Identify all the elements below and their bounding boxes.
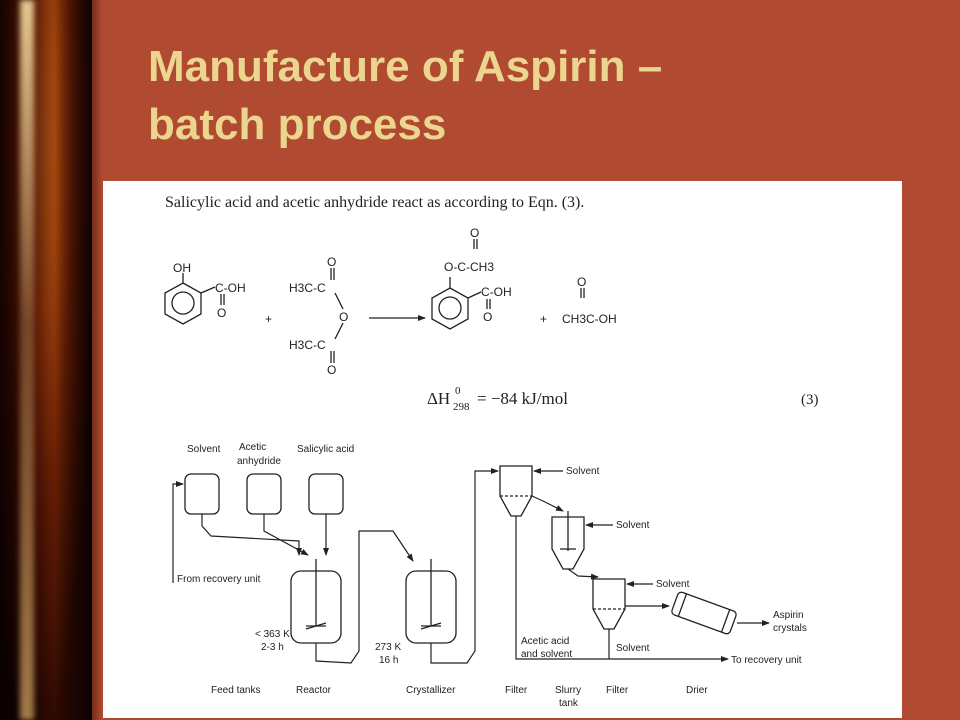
glass-highlight <box>20 0 34 720</box>
label-reactor: Reactor <box>296 685 332 696</box>
flowsheet-equipment <box>184 465 737 644</box>
salicylic-ring <box>164 282 202 325</box>
aspirin-acid-o: O <box>483 310 492 324</box>
label-crystallizer: Crystallizer <box>406 685 456 696</box>
label-solvent-2: Solvent <box>616 520 650 531</box>
title-line-2: batch process <box>148 100 447 149</box>
label-solvent-1: Solvent <box>566 466 600 477</box>
feed-tank-salicylic-acid <box>308 473 344 515</box>
feed-tank-acetic-anhydride <box>246 473 282 515</box>
label-cryst-temp: 273 K <box>375 642 401 653</box>
aspirin-carbonyl-o: O <box>470 226 479 240</box>
anhydride-top: H3C-C <box>289 281 326 295</box>
label-filter-1: Filter <box>505 685 528 696</box>
anhydride-top-o: O <box>327 255 336 269</box>
aspirin-ester: O-C-CH3 <box>444 260 494 274</box>
strip-shadow <box>92 0 102 720</box>
label-cryst-time: 16 h <box>379 655 398 666</box>
enthalpy-subscript: 298 <box>453 401 470 413</box>
label-product-2: crystals <box>773 623 807 634</box>
label-feed-salicylic: Salicylic acid <box>297 444 354 455</box>
acetic-acid-carbonyl-o: O <box>577 275 586 289</box>
aspirin-ring <box>431 287 469 330</box>
label-slurry-2: tank <box>559 698 579 709</box>
label-feed-solvent: Solvent <box>187 444 221 455</box>
decorative-glassware-strip <box>0 0 92 720</box>
figure-svg: Salicylic acid and acetic anhydride reac… <box>164 194 819 709</box>
label-to-recovery: To recovery unit <box>731 655 802 666</box>
label-feed-acetic-1: Acetic <box>239 442 266 453</box>
salicylic-carbonyl-o: O <box>217 306 226 320</box>
enthalpy-superscript: 0 <box>455 385 461 397</box>
filter-1 <box>499 465 533 517</box>
enthalpy-symbol: ΔH <box>427 389 450 408</box>
equation-number: (3) <box>801 392 819 408</box>
figure-caption: Salicylic acid and acetic anhydride reac… <box>165 194 584 211</box>
filter-2 <box>592 578 626 630</box>
aspirin-acid-group: C-OH <box>481 285 512 299</box>
anhydride-bottom-o: O <box>327 363 336 377</box>
flowsheet-streams <box>172 468 770 664</box>
label-feed-tanks: Feed tanks <box>211 685 260 696</box>
salicylic-ring-aromatic <box>171 291 195 315</box>
acetic-acid-formula: CH3C-OH <box>562 312 617 326</box>
label-solvent-4: Solvent <box>616 643 650 654</box>
process-figure: Salicylic acid and acetic anhydride reac… <box>103 181 902 718</box>
salicylic-oh: OH <box>173 261 191 275</box>
plus-sign-2: + <box>540 312 547 326</box>
label-reactor-time: 2-3 h <box>261 642 284 653</box>
label-solvent-3: Solvent <box>656 579 690 590</box>
label-acetic-solvent-1: Acetic acid <box>521 636 569 647</box>
label-product-1: Aspirin <box>773 610 804 621</box>
anhydride-bottom: H3C-C <box>289 338 326 352</box>
slide-title: Manufacture of Aspirin – batch process <box>148 38 908 154</box>
plus-sign-1: + <box>265 312 272 326</box>
enthalpy-value: = −84 kJ/mol <box>477 389 568 408</box>
salicylic-acid-group: C-OH <box>215 281 246 295</box>
label-acetic-solvent-2: and solvent <box>521 649 572 660</box>
drier <box>671 591 737 635</box>
reaction-structures <box>164 239 585 363</box>
label-reactor-temp: < 363 K <box>255 629 290 640</box>
anhydride-bridge-o: O <box>339 310 348 324</box>
label-filter-2: Filter <box>606 685 629 696</box>
label-drier: Drier <box>686 685 708 696</box>
title-line-1: Manufacture of Aspirin – <box>148 42 663 91</box>
slurry-tank <box>551 516 585 570</box>
label-feed-acetic-2: anhydride <box>237 456 281 467</box>
label-from-recovery: From recovery unit <box>177 574 261 585</box>
feed-tank-solvent <box>184 473 220 515</box>
label-slurry-1: Slurry <box>555 685 581 696</box>
